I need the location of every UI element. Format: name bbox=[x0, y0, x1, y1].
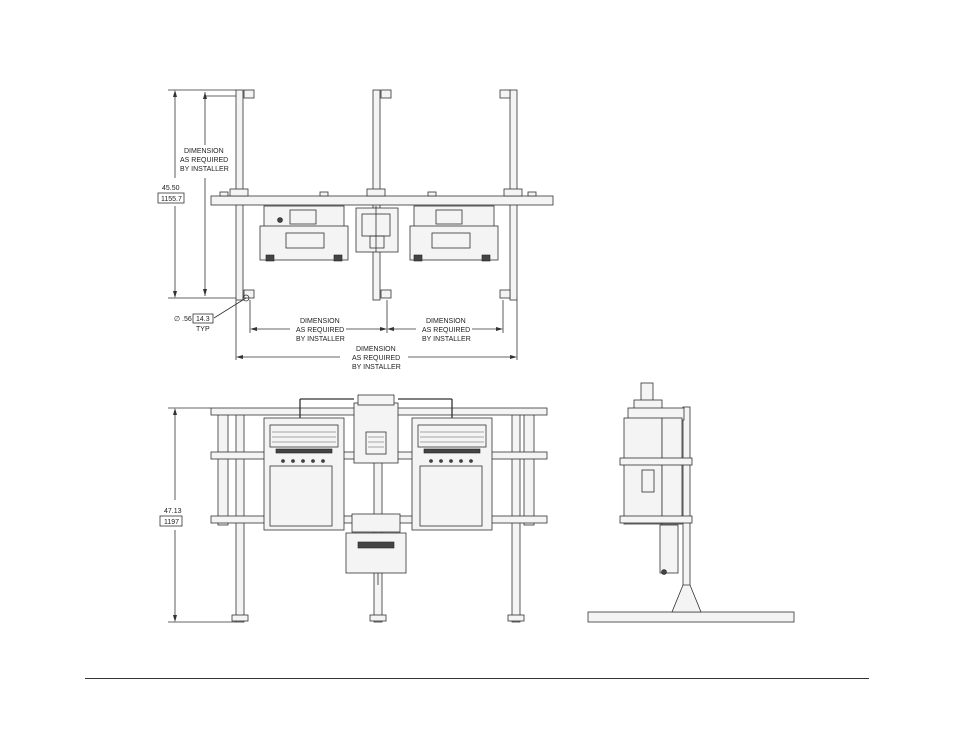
spacing-left-line1: DIMENSION bbox=[300, 318, 340, 325]
side-view bbox=[587, 382, 795, 623]
overall-note-line1: DIMENSION bbox=[356, 346, 396, 353]
front-view-junction-box bbox=[345, 394, 407, 585]
front-view-left-cabinet bbox=[263, 417, 345, 531]
hole-typ: TYP bbox=[196, 326, 210, 333]
hole-dia: ∅ .56 bbox=[174, 316, 192, 323]
top-view: 45.50 1155.7 DIMENSION AS REQUIRED BY IN… bbox=[157, 89, 554, 371]
top-view-right-unit bbox=[409, 205, 499, 262]
top-view-left-unit bbox=[259, 205, 349, 262]
spacing-left-line3: BY INSTALLER bbox=[296, 336, 345, 343]
front-height-dim-value: 47.13 bbox=[164, 508, 182, 515]
spacing-right-line3: BY INSTALLER bbox=[422, 336, 471, 343]
height-dimension-top bbox=[168, 89, 236, 299]
height-dim-value: 45.50 bbox=[162, 185, 180, 192]
front-view-conduits bbox=[299, 398, 453, 418]
height-dimension-front bbox=[168, 407, 236, 623]
overall-note-line2: AS REQUIRED bbox=[352, 355, 400, 362]
spacing-right-line1: DIMENSION bbox=[426, 318, 466, 325]
footer-rule bbox=[85, 678, 869, 679]
spacing-dimensions bbox=[235, 300, 518, 360]
overall-note-line3: BY INSTALLER bbox=[352, 364, 401, 371]
front-height-dim-metric: 1197 bbox=[164, 519, 179, 526]
vertical-note-line1: DIMENSION bbox=[184, 148, 224, 155]
top-view-center-junction bbox=[355, 206, 399, 253]
front-view-right-cabinet bbox=[411, 417, 493, 531]
top-view-crossbar bbox=[210, 188, 554, 206]
vertical-note-line2: AS REQUIRED bbox=[180, 157, 228, 164]
spacing-left-line2: AS REQUIRED bbox=[296, 327, 344, 334]
hole-callout bbox=[213, 294, 250, 319]
height-dim-metric: 1155.7 bbox=[161, 196, 182, 203]
front-view: 47.13 1197 bbox=[159, 394, 548, 623]
vertical-note-line3: BY INSTALLER bbox=[180, 166, 229, 173]
spacing-right-line2: AS REQUIRED bbox=[422, 327, 470, 334]
hole-dia-metric: 14.3 bbox=[196, 316, 210, 323]
